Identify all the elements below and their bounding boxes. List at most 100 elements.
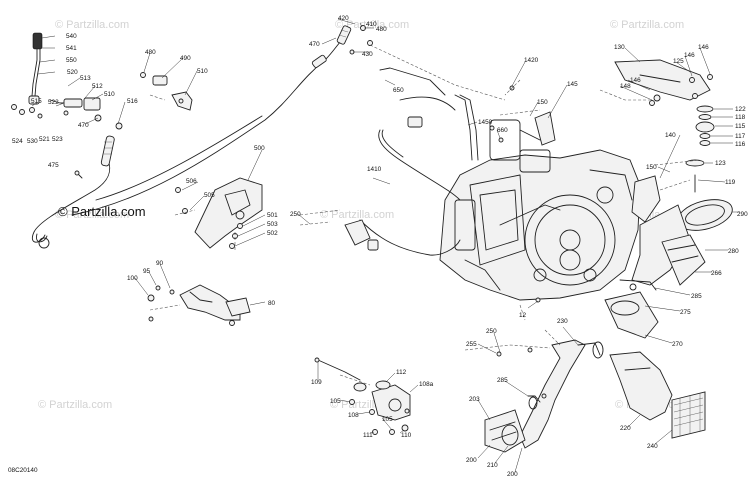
callout-label: 515: [31, 98, 42, 105]
callout-label: 123: [715, 160, 726, 167]
callout-label: 285: [497, 377, 508, 384]
callout-label: 490: [180, 55, 191, 62]
callout-label: 513: [80, 75, 91, 82]
callout-label: 505: [204, 192, 215, 199]
callout-label: 530: [27, 138, 38, 145]
callout-label: 150: [537, 99, 548, 106]
callout-label: 516: [127, 98, 138, 105]
callout-label: 148: [620, 83, 631, 90]
callout-label: 125: [673, 58, 684, 65]
callout-label: 90: [156, 260, 164, 267]
callout-label: 111: [363, 432, 373, 439]
callout-label: 116: [735, 141, 746, 148]
callout-label: 203: [469, 396, 480, 403]
callout-label: 95: [143, 268, 151, 275]
callout-label: 524: [12, 138, 23, 145]
callout-label: 541: [66, 45, 77, 52]
callout-label: 501: [267, 212, 278, 219]
callout-label: 502: [267, 230, 278, 237]
callout-label: 506: [186, 178, 197, 185]
watermark: © Partzilla.com: [55, 19, 129, 31]
bracket-parts-480-490-510: [140, 72, 193, 111]
callout-label: 220: [620, 425, 631, 432]
callout-label: 430: [362, 51, 373, 58]
engine-block: [344, 67, 641, 303]
callout-label: 117: [735, 133, 746, 140]
watermark: © Partzilla.com: [320, 209, 394, 221]
engine-mount-bracket: [614, 59, 715, 223]
watermark-main: © Partzilla.com: [58, 204, 146, 219]
callout-label: 510: [197, 68, 208, 75]
callout-label: 119: [725, 179, 736, 186]
callout-label: 118: [735, 114, 746, 121]
callout-label: 1450: [478, 119, 493, 126]
exhaust-pipe-assembly: [484, 339, 706, 453]
leader-lines: [31, 18, 740, 473]
callout-label: 105: [330, 398, 341, 405]
callout-label: 145: [567, 81, 578, 88]
callout-label: 80: [268, 300, 276, 307]
callout-label: 1420: [524, 57, 539, 64]
callout-label: 512: [92, 83, 103, 90]
callout-label: 250: [290, 211, 301, 218]
watermark: © Partzilla.com: [335, 19, 409, 31]
callout-label: 200: [507, 471, 518, 478]
callout-labels: 540 541 550 520 513 512 510 515 522 516 …: [12, 15, 748, 478]
callout-label: 150: [646, 164, 657, 171]
callout-label: 660: [497, 127, 508, 134]
callout-label: 122: [735, 106, 746, 113]
callout-label: 270: [672, 341, 683, 348]
callout-label: 500: [254, 145, 265, 152]
callout-label: 108a: [419, 381, 434, 388]
callout-label: 475: [48, 162, 59, 169]
callout-label: 521: [39, 136, 50, 143]
callout-label: 12: [519, 312, 527, 319]
callout-label: 503: [267, 221, 278, 228]
callout-label: 523: [52, 136, 63, 143]
callout-label: 520: [67, 69, 78, 76]
callout-label: 410: [366, 21, 377, 28]
assembly-reference-lines: [149, 44, 701, 386]
cvt-ducts: [604, 199, 733, 339]
callout-label: 146: [630, 77, 641, 84]
callout-label: 255: [466, 341, 477, 348]
callout-label: 285: [691, 293, 702, 300]
callout-label: 108: [348, 412, 359, 419]
callout-label: 112: [396, 369, 407, 376]
callout-label: 105: [382, 416, 393, 423]
callout-label: 290: [737, 211, 748, 218]
callout-label: 540: [66, 33, 77, 40]
callout-label: 146: [684, 52, 695, 59]
callout-label: 240: [647, 443, 658, 450]
watermark: © Partzilla.com: [55, 209, 129, 221]
watermark: © Partzilla.com: [38, 399, 112, 411]
shift-cable-assembly: [11, 32, 123, 249]
callout-label: 110: [401, 432, 412, 439]
callout-label: 470: [78, 122, 89, 129]
brake-pedal-assembly: [147, 284, 251, 326]
callout-label: 250: [486, 328, 497, 335]
callout-label: 266: [711, 270, 722, 277]
callout-label: 109: [311, 379, 322, 386]
shifter-bracket: [175, 177, 263, 249]
callout-label: 510: [104, 91, 115, 98]
callout-label: 275: [680, 309, 691, 316]
callout-label: 280: [728, 248, 739, 255]
callout-label: 115: [735, 123, 746, 130]
callout-label: 140: [665, 132, 676, 139]
callout-label: 480: [145, 49, 156, 56]
callout-label: 522: [48, 99, 59, 106]
callout-label: 130: [614, 44, 625, 51]
drawing-code: 08C20140: [8, 467, 38, 474]
callout-label: 230: [557, 318, 568, 325]
watermark: © Partzilla.com: [610, 19, 684, 31]
callout-label: 650: [393, 87, 404, 94]
callout-label: 420: [338, 15, 349, 22]
callout-label: 146: [698, 44, 709, 51]
callout-label: 1410: [367, 166, 382, 173]
callout-label: 480: [376, 26, 387, 33]
callout-label: 550: [66, 57, 77, 64]
callout-label: 470: [309, 41, 320, 48]
callout-label: 100: [127, 275, 138, 282]
